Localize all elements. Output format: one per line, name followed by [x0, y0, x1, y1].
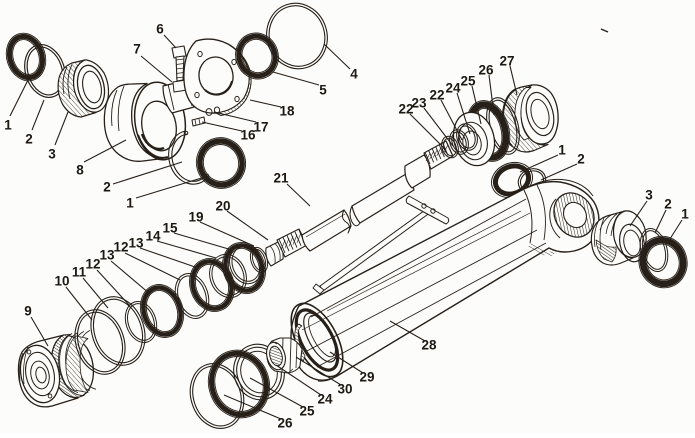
svg-text:2: 2 — [577, 152, 585, 167]
svg-text:26: 26 — [277, 416, 293, 431]
svg-text:22: 22 — [429, 88, 444, 103]
svg-text:20: 20 — [215, 199, 230, 214]
svg-text:30: 30 — [337, 382, 352, 397]
svg-text:8: 8 — [76, 163, 84, 178]
svg-text:3: 3 — [645, 188, 653, 203]
svg-text:1: 1 — [4, 118, 12, 133]
svg-text:18: 18 — [279, 104, 295, 119]
svg-text:9: 9 — [24, 304, 32, 319]
svg-text:12: 12 — [85, 257, 100, 272]
svg-text:25: 25 — [299, 404, 315, 419]
svg-text:2: 2 — [25, 132, 33, 147]
svg-text:12: 12 — [113, 240, 128, 255]
svg-text:26: 26 — [478, 63, 494, 78]
svg-text:3: 3 — [48, 147, 56, 162]
svg-text:2: 2 — [103, 180, 111, 195]
svg-text:13: 13 — [128, 236, 144, 251]
svg-text:10: 10 — [54, 274, 69, 289]
svg-text:25: 25 — [460, 74, 476, 89]
svg-text:21: 21 — [273, 171, 289, 186]
svg-text:24: 24 — [317, 392, 333, 407]
svg-text:22: 22 — [398, 102, 413, 117]
svg-text:14: 14 — [145, 229, 161, 244]
svg-text:16: 16 — [240, 128, 256, 143]
svg-text:11: 11 — [72, 265, 87, 280]
svg-text:23: 23 — [411, 96, 427, 111]
svg-text:29: 29 — [359, 370, 374, 385]
svg-text:17: 17 — [253, 120, 268, 135]
svg-text:1: 1 — [681, 207, 689, 222]
svg-text:15: 15 — [162, 221, 178, 236]
svg-text:1: 1 — [126, 196, 134, 211]
svg-text:5: 5 — [319, 83, 327, 98]
svg-text:6: 6 — [156, 22, 164, 37]
svg-text:27: 27 — [499, 54, 514, 69]
svg-text:1: 1 — [558, 143, 566, 158]
svg-text:4: 4 — [350, 67, 358, 82]
svg-text:24: 24 — [445, 81, 461, 96]
svg-text:28: 28 — [421, 338, 437, 353]
svg-text:2: 2 — [664, 197, 672, 212]
svg-text:7: 7 — [133, 42, 141, 57]
svg-text:13: 13 — [99, 248, 115, 263]
svg-text:19: 19 — [188, 210, 203, 225]
